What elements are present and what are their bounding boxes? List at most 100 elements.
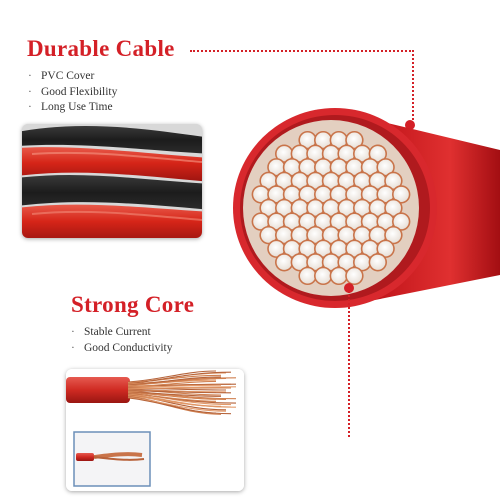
strand-end [346,132,362,148]
strand-end [315,132,331,148]
strand-end [276,146,292,162]
strand-end [370,173,386,189]
copper-strand [127,371,232,385]
strand-end [331,241,347,257]
strand-end [300,186,316,203]
strand-end [354,173,370,189]
strand-end [339,200,355,216]
stripped-copper-core-photo [66,369,244,491]
strand-end [276,173,292,189]
pvc-cover-photo [22,124,202,238]
strand-end [276,200,292,216]
strand-end [292,200,308,216]
strand-end [378,159,394,175]
strand-end [378,241,394,257]
strand-end [268,186,284,203]
strand-end [253,186,269,203]
strand-end [292,254,308,270]
strand-end [276,227,292,243]
strand-end [385,173,401,189]
copper-strand [127,380,217,388]
strand-end [268,241,284,257]
strand-end [362,213,378,230]
strand-end [300,241,316,257]
strand-end [323,173,339,189]
strand-end [331,213,347,230]
strand-end [284,159,300,175]
copper-strand-ends [251,130,411,286]
strand-end [346,268,362,284]
copper-strand [127,386,237,390]
strand-end [370,254,386,270]
strand-end [284,241,300,257]
copper-strand [127,393,217,402]
strand-end [315,159,331,175]
strand-end [354,200,370,216]
strand-end [323,227,339,243]
strand-end [292,146,308,162]
strand-end [393,213,409,230]
strand-end [362,159,378,175]
strand-end [385,227,401,243]
feature-item: ·Good Conductivity [71,341,173,354]
strand-end [323,146,339,162]
strand-end [253,213,269,230]
strand-end [354,254,370,270]
strand-end [354,146,370,162]
strand-end [323,200,339,216]
callout-dot-core [344,283,354,293]
strand-end [276,254,292,270]
copper-strand [127,396,227,412]
feature-label: Good Flexibility [41,85,118,98]
strand-end [315,241,331,257]
strand-end [339,227,355,243]
feature-item: ·Stable Current [71,326,151,338]
stripped-wire-image [66,369,244,491]
feature-item: ·Long Use Time [28,101,113,113]
strand-end [331,268,347,284]
strand-end [362,186,378,203]
copper-strand [127,391,222,397]
strand-end [300,132,316,148]
durable-feature-list: ·PVC Cover ·Good Flexibility ·Long Use T… [28,69,117,116]
strand-end [370,146,386,162]
feature-item: ·Good Flexibility [28,85,118,98]
strand-end [268,213,284,230]
strand-end [331,186,347,203]
strand-end [284,186,300,203]
strand-end [315,213,331,230]
strand-end [346,241,362,257]
strand-end [307,173,323,189]
pvc-cable-closeup-image [22,124,202,238]
copper-strand [127,395,237,408]
strand-end [300,268,316,284]
strand-end [339,173,355,189]
core-feature-list: ·Stable Current ·Good Conductivity [71,325,173,356]
durable-cable-heading: Durable Cable [27,36,175,61]
callout-line-durable [190,50,414,132]
strand-end [346,213,362,230]
strand-end [315,268,331,284]
strand-end [370,227,386,243]
strand-end [331,159,347,175]
strand-end [370,200,386,216]
strand-end [261,200,277,216]
strand-end [339,254,355,270]
strand-end [393,186,409,203]
strand-end [315,186,331,203]
copper-strand [127,370,217,383]
copper-strand [127,377,227,386]
strand-end [307,146,323,162]
strand-end [385,200,401,216]
strand-end [346,159,362,175]
strand-end [307,227,323,243]
strand-end [378,186,394,203]
strand-end [354,227,370,243]
strand-end [261,173,277,189]
strand-end [268,159,284,175]
copper-strand [127,397,232,415]
feature-label: PVC Cover [41,70,95,82]
strand-end [300,213,316,230]
strand-end [323,254,339,270]
callout-line-core [348,287,350,437]
